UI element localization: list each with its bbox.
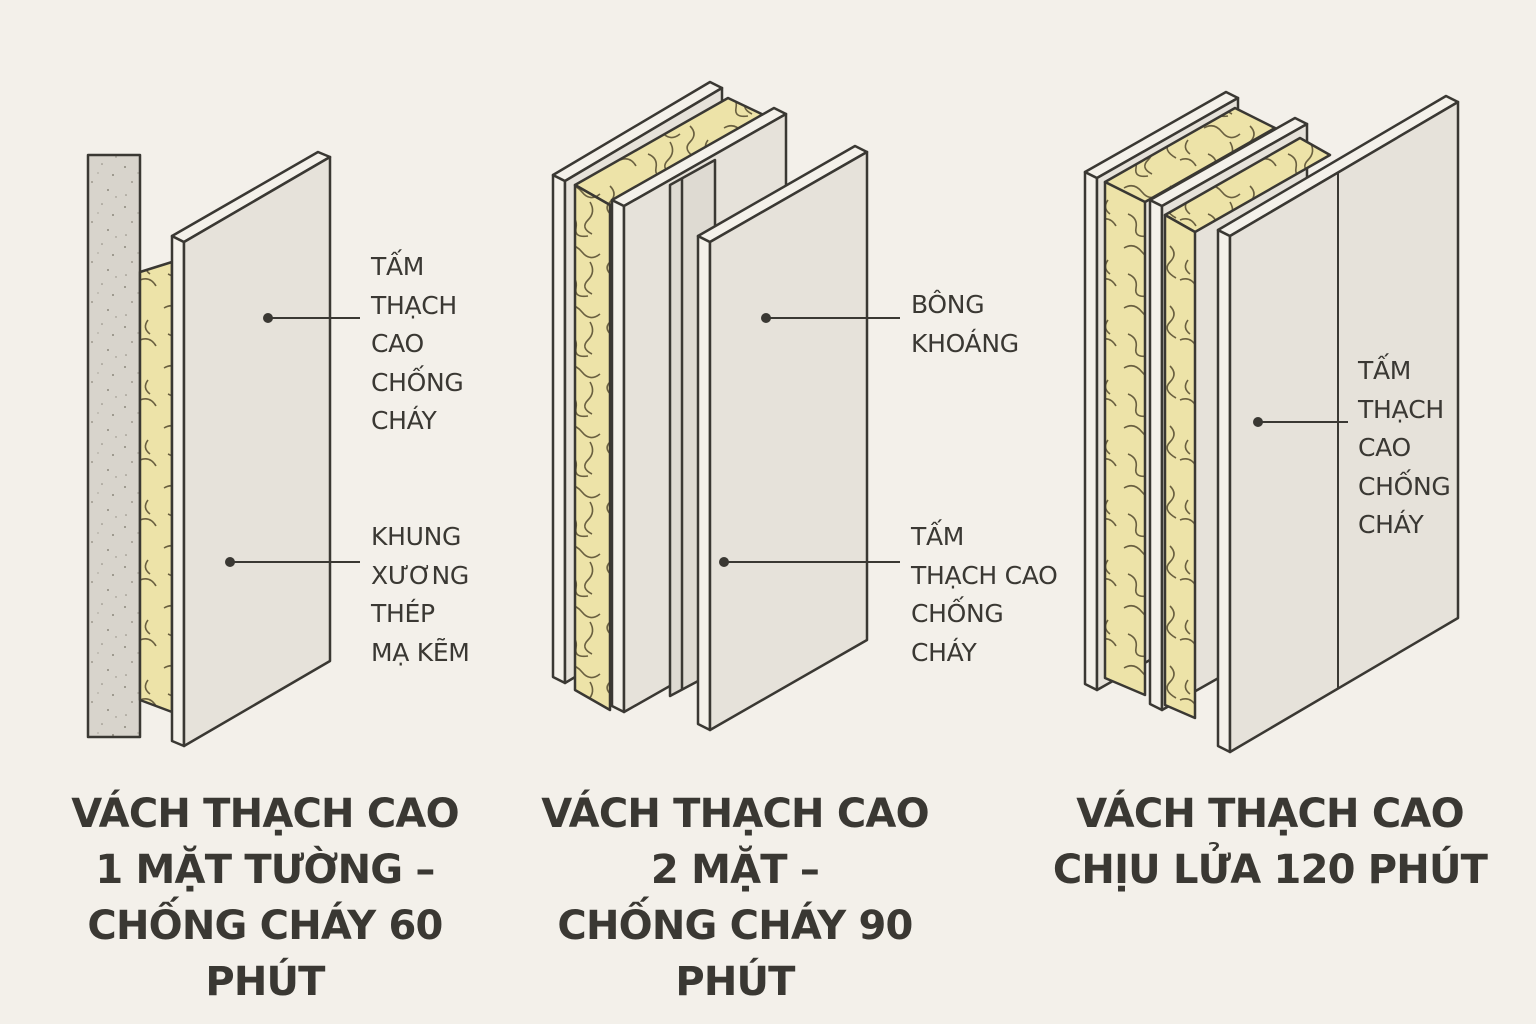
leader-line-fire-board-3 <box>1253 417 1348 427</box>
front-board-3 <box>1216 94 1460 754</box>
label-steel-frame-1: KHUNG XƯƠNG THÉP MẠ KẼM <box>371 522 470 667</box>
gypsum-board-1 <box>170 150 332 748</box>
insulation-layer-3a <box>1103 106 1277 697</box>
leader-line-fire-board-2 <box>719 557 900 567</box>
leader-line-steel-frame-1 <box>225 557 360 567</box>
leader-line-mineral-wool-2 <box>761 313 900 323</box>
insulation-layer-3b <box>1163 136 1332 720</box>
caption-panel-1: VÁCH THẠCH CAO 1 MẶT TƯỜNG – CHỐNG CHÁY … <box>71 791 459 1005</box>
front-board-2 <box>696 144 869 732</box>
insulation-layer-1 <box>138 260 174 714</box>
caption-panel-2: VÁCH THẠCH CAO 2 MẶT – CHỐNG CHÁY 90 PHÚ… <box>541 791 929 1005</box>
insulation-layer-2 <box>573 96 772 712</box>
leader-line-fire-board-1 <box>263 313 360 323</box>
concrete-wall <box>86 153 142 739</box>
label-fire-board-1: TẤM THẠCH CAO CHỐNG CHÁY <box>371 252 464 435</box>
label-fire-board-3: TẤM THẠCH CAO CHỐNG CHÁY <box>1358 356 1451 539</box>
caption-panel-3: VÁCH THẠCH CAO CHỊU LỬA 120 PHÚT <box>1052 791 1488 893</box>
label-fire-board-2: TẤM THẠCH CAO CHỐNG CHÁY <box>911 522 1058 667</box>
label-mineral-wool-2: BÔNG KHOÁNG <box>911 290 1019 358</box>
